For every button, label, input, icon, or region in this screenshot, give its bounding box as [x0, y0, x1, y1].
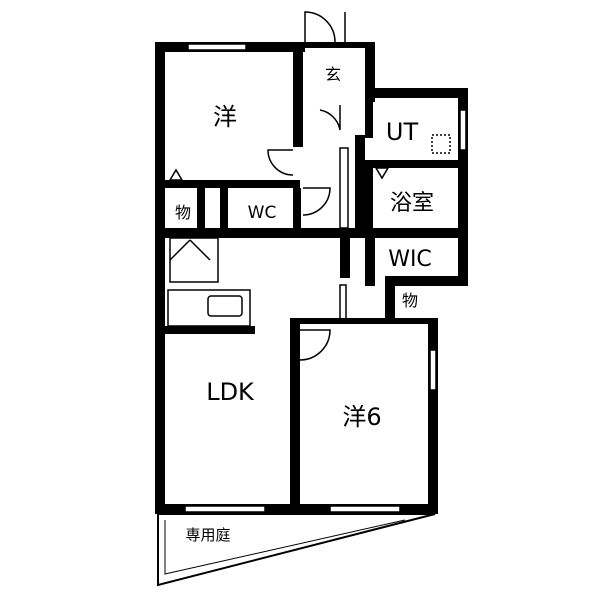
door-western [267, 149, 294, 176]
walls [155, 42, 468, 514]
closet-frame [169, 237, 219, 283]
wall-ut-bath [365, 160, 468, 168]
door-entrance [304, 11, 336, 43]
wall-bed6-top [290, 318, 438, 324]
wall-corridor-right-2 [340, 228, 350, 278]
sliding-door-ldk-corridor [339, 284, 347, 324]
room-label-western-top: 洋 [213, 103, 237, 131]
wall-bottom [155, 504, 438, 514]
wall-corridor-right [355, 135, 365, 238]
wall-closet-right-left [385, 286, 393, 322]
doors [157, 11, 451, 587]
wall-wc-top [228, 180, 300, 188]
window-bottom-ldk [184, 505, 266, 513]
wall-closet-divider-2 [220, 188, 228, 230]
bath-marker [374, 167, 390, 180]
kitchen-counter [167, 289, 251, 327]
window-right-bed6 [429, 349, 437, 391]
wall-bath-left [365, 168, 373, 238]
door-bed6 [299, 329, 331, 361]
kitchen-sink [207, 295, 243, 317]
wall-right-lower [428, 318, 438, 514]
wall-western-right-2 [293, 188, 301, 228]
wall-wic-left [365, 238, 375, 286]
wall-western-right [293, 52, 303, 147]
wall-left [155, 42, 165, 514]
window-bottom-bed6 [329, 505, 401, 513]
wall-closet-divider [197, 188, 205, 230]
windows [184, 43, 467, 513]
wall-bed6-left [290, 318, 300, 508]
room-label-closet-right: 物 [402, 291, 418, 310]
room-label-wc: WC [248, 203, 277, 223]
room-label-entrance: 玄 [325, 65, 341, 84]
wall-ldk-top [165, 228, 365, 238]
sliding-door-ldk [291, 369, 299, 441]
door-wc [302, 187, 331, 216]
room-label-ldk: LDK [206, 378, 255, 406]
wall-bath-bottom [365, 228, 468, 238]
wall-entrance-right [365, 42, 375, 102]
room-label-bathroom: 浴室 [390, 191, 434, 216]
door-corridor [319, 105, 341, 131]
sliding-door-corridor [339, 147, 349, 229]
room-label-ut: UT [386, 118, 419, 146]
wall-entrance-top [300, 42, 372, 48]
window-right-ut [459, 109, 467, 151]
ut-fixture [431, 134, 451, 154]
wall-right-upper [458, 88, 468, 286]
wall-wic-bottom [385, 276, 468, 286]
garden-inner [164, 519, 406, 575]
wall-ut-left [365, 98, 373, 138]
wall-ut-top [365, 88, 468, 98]
window-top-western [187, 43, 247, 51]
room-label-wic: WIC [388, 247, 432, 272]
door-closet [169, 239, 211, 261]
wall-western-bottom [165, 180, 235, 188]
room-label-western-6: 洋6 [342, 403, 381, 431]
wall-kitchen-bottom [165, 326, 255, 334]
room-label-garden: 専用庭 [185, 526, 230, 544]
garden-outline [157, 513, 436, 587]
room-label-closet-small: 物 [175, 203, 191, 222]
closet-marker-1 [168, 168, 184, 181]
